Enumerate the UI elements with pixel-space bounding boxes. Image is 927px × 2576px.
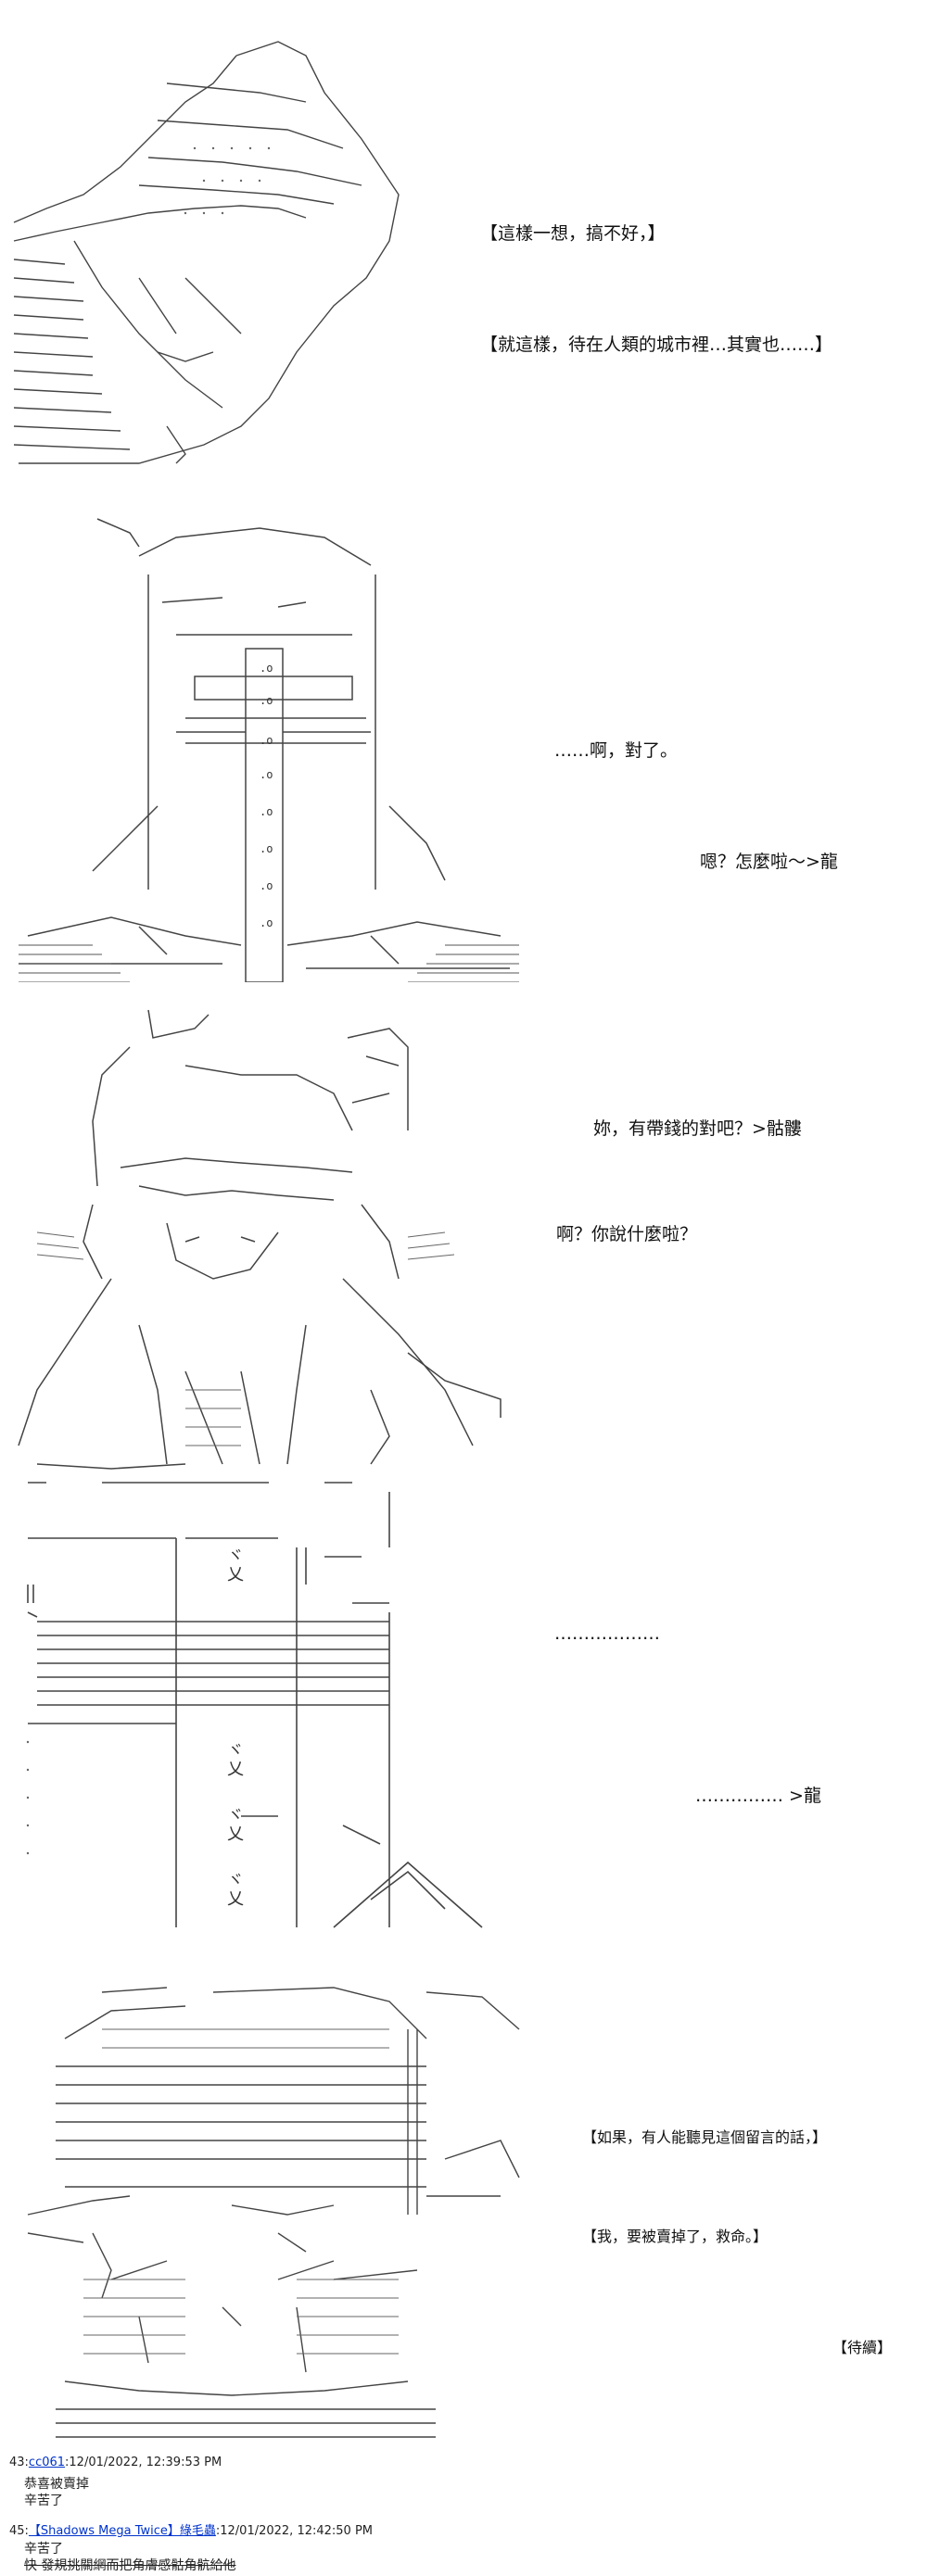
comment-author-link[interactable]: cc061 <box>28 2456 66 2469</box>
visor-rivet: .o <box>260 734 273 747</box>
panel-2: .o .o .o .o .o .o .o .o ……啊，對了。 嗯？怎麼啦～>龍 <box>0 500 927 982</box>
comment-number: 43: <box>9 2456 29 2469</box>
visor-rivet: .o <box>260 662 273 675</box>
cloth-fold-mark: ヾ 乂 <box>227 1806 244 1844</box>
cloaked-girl-art <box>18 1009 502 1470</box>
cloth-fold-mark: ヾ 乂 <box>227 1871 244 1909</box>
comment-header: 45:【Shadows Mega Twice】綠毛蟲:12/01/2022, 1… <box>9 2520 373 2538</box>
visor-rivet: .o <box>260 842 273 855</box>
comment-line-struck: 快 發規挑關網而把角膚感骷角骯給他 <box>24 2558 236 2573</box>
helmet-figure-art <box>27 1987 520 2438</box>
visor-rivet: .o <box>260 879 273 892</box>
cloth-fold-mark: ヾ 乂 <box>227 1741 244 1779</box>
comment-line: 辛苦了 <box>24 2542 63 2557</box>
panel-4: ヾ 乂 ヾ 乂 ヾ 乂 ヾ 乂 ……………… …………… >龍 <box>0 1464 927 1946</box>
visor-rivet: .o <box>260 768 273 781</box>
comment-body: 辛苦了 快 發規挑關網而把角膚感骷角骯給他 <box>24 2541 235 2574</box>
narration-line-1: 【這樣一想，搞不好，】 <box>480 223 666 244</box>
helmet-knight-art <box>19 518 519 982</box>
cloth-fold-mark: ヾ 乂 <box>227 1547 244 1585</box>
panel-1: 【這樣一想，搞不好，】 【就這樣，待在人類的城市裡…其實也……】 <box>0 0 927 482</box>
comment-author-link[interactable]: 【Shadows Mega Twice】綠毛蟲 <box>28 2524 216 2538</box>
dialogue-line-2: 啊？你說什麼啦？ <box>556 1224 698 1244</box>
comment-number: 45: <box>9 2524 29 2538</box>
visor-rivet: .o <box>260 694 273 707</box>
comment-header: 43:cc061:12/01/2022, 12:39:53 PM <box>9 2456 222 2469</box>
comment-line: 恭喜被賣掉 <box>24 2477 89 2492</box>
narration-line-2: 【就這樣，待在人類的城市裡…其實也……】 <box>480 335 833 355</box>
comment-body: 恭喜被賣掉 辛苦了 <box>24 2476 89 2509</box>
hooded-figure-art <box>13 41 400 464</box>
dialogue-line-1: ……啊，對了。 <box>554 740 679 761</box>
comment-line: 辛苦了 <box>24 2494 63 2508</box>
visor-rivet: .o <box>260 805 273 818</box>
to-be-continued: 【待續】 <box>832 2339 893 2356</box>
narration-line-2: 【我，要被賣掉了，救命。】 <box>582 2228 768 2245</box>
dialogue-line-1: ……………… <box>554 1623 660 1644</box>
boxy-figure-art <box>26 1482 483 1928</box>
comment-date: :12/01/2022, 12:39:53 PM <box>65 2456 222 2469</box>
comment-date: :12/01/2022, 12:42:50 PM <box>215 2524 374 2538</box>
panel-5: 【如果，有人能聽見這個留言的話，】 【我，要被賣掉了，救命。】 【待續】 <box>0 1974 927 2446</box>
visor-rivet: .o <box>260 916 273 929</box>
narration-line-1: 【如果，有人能聽見這個留言的話，】 <box>582 2128 828 2146</box>
panel-3: 妳，有帶錢的對吧？>骷髏 啊？你說什麼啦？ <box>0 1001 927 1483</box>
dialogue-line-2: …………… >龍 <box>695 1786 821 1806</box>
dialogue-line-1: 妳，有帶錢的對吧？>骷髏 <box>593 1118 802 1139</box>
dialogue-line-2: 嗯？怎麼啦～>龍 <box>700 852 838 872</box>
